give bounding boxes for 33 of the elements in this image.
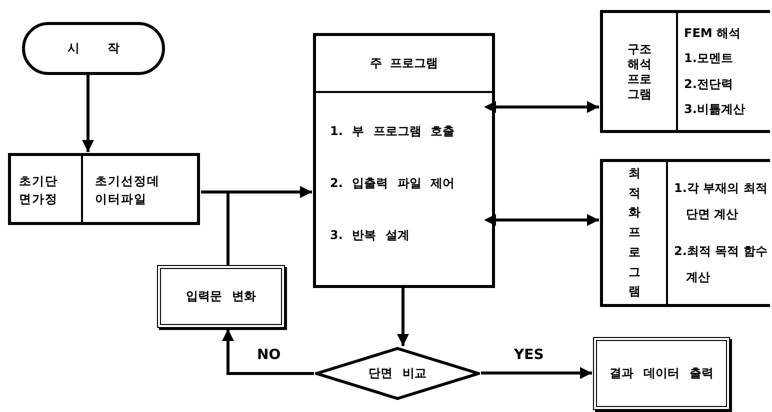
box-label: 결과 데이터 출력 [609,365,714,382]
box-heading: 주 프로그램 [370,55,438,72]
start-terminal [22,22,165,75]
arrow [397,288,409,346]
box-label: 초기단면가정 [19,173,59,208]
decision-diamond [315,347,480,400]
vertical-label: 구조해석프로그램 [628,42,652,102]
item-text: 2.전단력 [684,76,734,93]
decision-label: 단면 비교 [368,365,427,382]
item-text: 1.각 부재의 최적 단면 계산 [674,180,768,222]
process-box [157,265,285,328]
item-text: 2.최적 목적 함수 계산 [674,243,768,286]
vertical-label: 최적화프로그램 [628,164,640,300]
item-text: 1.모멘트 [684,50,734,68]
box-label: 초기선정데이터파일 [95,173,161,208]
program-box [600,10,770,133]
arrow [484,214,599,226]
step-text: 1. 부 프로그램 호출 [330,123,454,140]
program-box [313,33,495,288]
box-label: 입력문 변화 [186,288,256,305]
arrow [222,329,314,375]
step-text: 3. 반복 설계 [330,227,410,244]
arrow [484,101,599,113]
terminal-label: 시 작 [67,40,120,57]
arrow [226,186,312,265]
item-text: FEM 해석 [684,25,742,42]
process-box [593,337,730,410]
item-text: 3.비틂계산 [684,100,746,118]
step-text: 2. 입출력 파일 제어 [330,175,454,192]
arrow [481,367,592,379]
arrow [82,75,94,152]
program-box [600,159,770,307]
process-box [8,153,200,225]
